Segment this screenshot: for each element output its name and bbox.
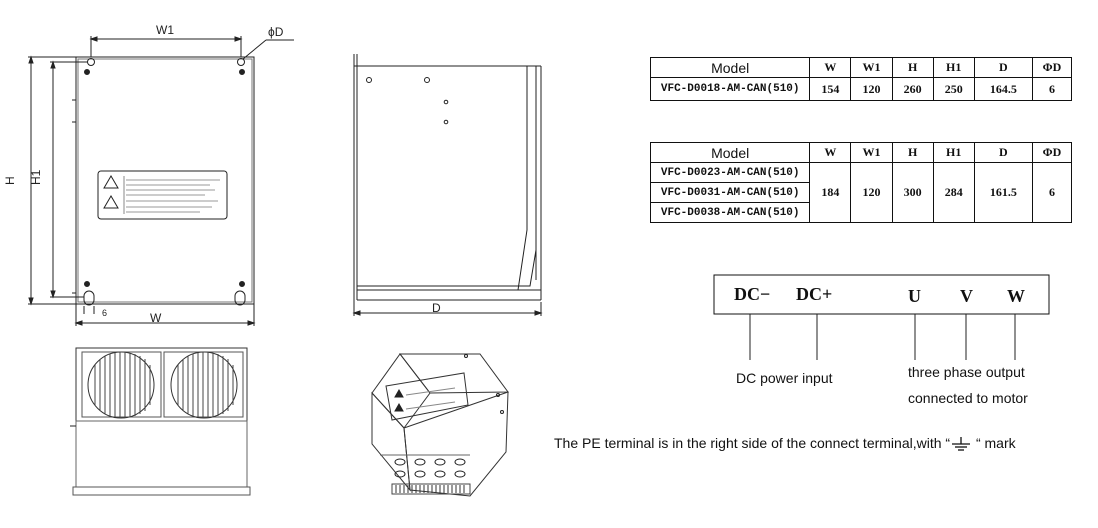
terminal-w: W <box>1007 286 1025 306</box>
fan-grille-right <box>177 352 234 418</box>
cell-model-2: VFC-D0031-AM-CAN(510) <box>649 182 811 203</box>
phi-d-label: ϕD <box>268 25 284 39</box>
caption-dc-power: DC power input <box>736 370 833 386</box>
isometric-view <box>371 353 509 497</box>
caption-three-phase: three phase output <box>908 364 1025 380</box>
side-view <box>352 54 543 316</box>
cell-phi: 6 <box>1031 162 1073 223</box>
header-d: D <box>973 57 1033 78</box>
header-model: Model <box>649 57 811 78</box>
cell-w: 154 <box>809 77 852 101</box>
header-w1: W1 <box>850 142 893 163</box>
small-dim-label: 6 <box>102 308 107 318</box>
table-header-row: Model W W1 H H1 D ΦD <box>649 57 1073 78</box>
cell-h1: 250 <box>932 77 975 101</box>
pe-terminal-note: The PE terminal is in the right side of … <box>554 435 1016 452</box>
cell-phi: 6 <box>1031 77 1073 101</box>
cell-d: 164.5 <box>973 77 1033 101</box>
h1-label: H1 <box>29 169 43 185</box>
cell-model-1: VFC-D0023-AM-CAN(510) <box>649 162 811 183</box>
terminal-v: V <box>960 286 973 306</box>
ground-icon <box>952 437 971 451</box>
cell-h: 260 <box>891 77 934 101</box>
header-d: D <box>973 142 1033 163</box>
table-row: VFC-D0018-AM-CAN(510) 154 120 260 250 16… <box>649 77 1073 101</box>
cell-w: 184 <box>809 162 852 223</box>
spec-table-1: Model W W1 H H1 D ΦD VFC-D0018-AM-CAN(51… <box>649 57 1073 101</box>
spec-table-2: Model W W1 H H1 D ΦD VFC-D0023-AM-CAN(51… <box>649 142 1073 223</box>
header-model: Model <box>649 142 811 163</box>
pe-note-text-1: The PE terminal is in the right side of … <box>554 435 951 451</box>
header-phi-d: ΦD <box>1031 57 1073 78</box>
cell-model-3: VFC-D0038-AM-CAN(510) <box>649 202 811 223</box>
table-row: VFC-D0031-AM-CAN(510) <box>649 182 1072 203</box>
fan-grille-left <box>94 352 151 418</box>
cell-model: VFC-D0018-AM-CAN(510) <box>649 77 811 101</box>
header-h1: H1 <box>932 57 975 78</box>
w-label: W <box>150 311 162 325</box>
front-view <box>28 36 294 326</box>
header-h1: H1 <box>932 142 975 163</box>
terminal-dc-plus: DC+ <box>796 284 833 304</box>
terminal-diagram <box>713 274 1050 360</box>
w1-label: W1 <box>156 23 174 37</box>
d-label: D <box>432 301 441 315</box>
header-h: H <box>891 142 934 163</box>
header-w: W <box>809 142 852 163</box>
caption-motor: connected to motor <box>908 390 1028 406</box>
header-w1: W1 <box>850 57 893 78</box>
cell-w1: 120 <box>850 77 893 101</box>
table-row: VFC-D0023-AM-CAN(510) 184 120 300 284 16… <box>649 162 1073 223</box>
terminal-u: U <box>908 286 921 306</box>
header-phi-d: ΦD <box>1031 142 1073 163</box>
cell-h1: 284 <box>932 162 975 223</box>
h-label: H <box>3 176 17 185</box>
table-header-row: Model W W1 H H1 D ΦD <box>649 142 1073 163</box>
header-w: W <box>809 57 852 78</box>
cell-w1: 120 <box>850 162 893 223</box>
header-h: H <box>891 57 934 78</box>
cell-d: 161.5 <box>973 162 1033 223</box>
iso-vents <box>395 485 465 493</box>
cell-h: 300 <box>891 162 934 223</box>
table-row: VFC-D0038-AM-CAN(510) <box>649 202 1072 223</box>
pe-note-text-2: “ mark <box>972 435 1016 451</box>
terminal-dc-minus: DC− <box>734 284 771 304</box>
